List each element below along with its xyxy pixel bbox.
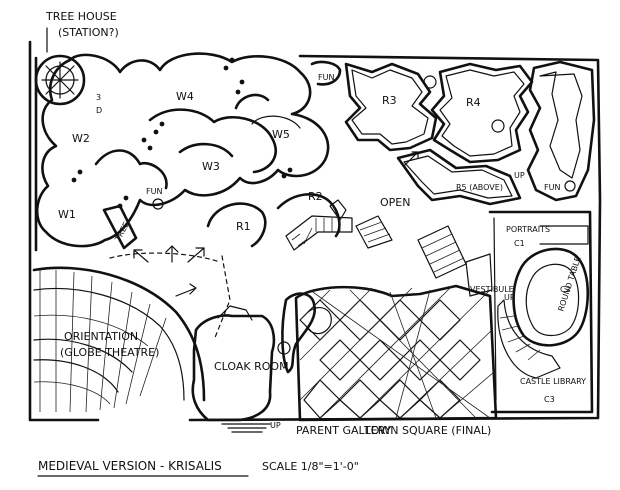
dashed-circulation — [109, 252, 231, 341]
fun-top-label: FUN — [318, 73, 334, 82]
w5-label: W5 — [272, 128, 290, 141]
up-a-label: UP — [514, 171, 525, 180]
fun-top-bay — [310, 60, 342, 86]
drawing-scale: SCALE 1/8"=1'-0" — [262, 460, 359, 473]
tree-house-label: TREE HOUSE — [45, 10, 117, 23]
r4-label: R4 — [466, 96, 481, 109]
digit-3-label: 3 — [96, 93, 101, 102]
cloak-label: CLOAK ROOM — [214, 360, 289, 373]
r1-r2-wall — [206, 193, 341, 248]
town-square — [281, 284, 498, 422]
stairs-central — [285, 215, 467, 279]
r3-label: R3 — [382, 94, 397, 107]
w4-label: W4 — [176, 90, 194, 103]
castle-wing — [493, 217, 590, 401]
station-label: (STATION?) — [58, 26, 119, 39]
r2-label: R2 — [308, 190, 323, 203]
fun-mid-marker — [152, 198, 164, 210]
town-square-label: TOWN SQUARE (FINAL) — [363, 424, 491, 437]
w1-label: W1 — [58, 208, 76, 221]
castle-library-label: CASTLE LIBRARY — [520, 377, 586, 386]
r3-column — [423, 75, 437, 89]
r-arrow — [403, 151, 419, 167]
up-b-label: UP — [504, 293, 515, 302]
orientation-label: ORIENTATION — [64, 330, 138, 343]
fun-right-label: FUN — [544, 183, 560, 192]
up-c-label: UP — [270, 421, 281, 430]
r4-column — [491, 119, 505, 133]
parent-gallery-label: PARENT GALLERY — [296, 424, 392, 437]
tree-trunk-outline — [102, 204, 138, 250]
globe-theatre-label: (GLOBE THEATRE) — [60, 346, 159, 359]
w3-label: W3 — [202, 160, 220, 173]
portraits-label: PORTRAITS — [506, 225, 550, 234]
fun-mid-label: FUN — [146, 187, 162, 196]
vestibule-label: VESTIBULE — [470, 285, 514, 294]
c2-label: C2 — [560, 285, 571, 294]
r1-label: R1 — [236, 220, 251, 233]
open-label: OPEN — [380, 196, 410, 209]
parent-gallery-steps — [221, 423, 271, 433]
drawing-title: MEDIEVAL VERSION - KRISALIS — [38, 459, 222, 473]
digit-d-label: D — [96, 106, 102, 115]
c1-label: C1 — [514, 239, 525, 248]
w-rooms-cloud — [35, 52, 330, 248]
r-rooms-outlines — [344, 60, 596, 206]
fun-right-marker — [564, 180, 576, 192]
r5-label: R5 (ABOVE) — [456, 183, 503, 192]
c3-label: C3 — [544, 395, 555, 404]
tree-house-spiral — [34, 54, 86, 106]
w-room-dots — [71, 57, 293, 209]
globe-theatre — [32, 266, 206, 413]
r2-feature — [329, 199, 347, 221]
checker-pattern — [299, 285, 495, 419]
vestibule-walls — [465, 253, 493, 297]
w2-label: W2 — [72, 132, 90, 145]
site-boundary — [28, 40, 602, 422]
